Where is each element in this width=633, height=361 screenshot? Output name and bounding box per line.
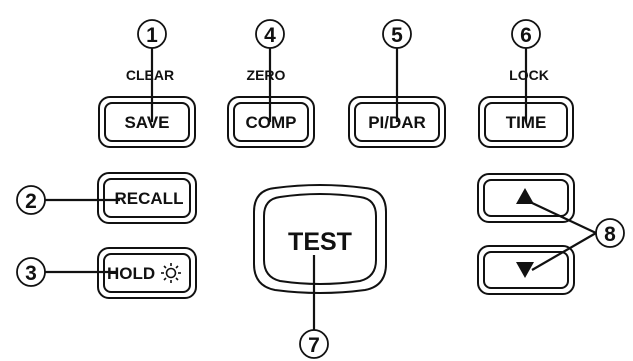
save-button[interactable]: SAVE: [98, 96, 196, 148]
callout-2: 2: [16, 185, 46, 215]
comp-button-label: COMP: [246, 113, 297, 132]
callout-8: 8: [595, 218, 625, 248]
callout-7: 7: [299, 329, 329, 359]
label-clear: CLEAR: [126, 67, 174, 83]
hold-button[interactable]: HOLD: [97, 247, 197, 299]
pi-dar-button-label: PI/DAR: [368, 113, 426, 132]
callout-2-number: 2: [25, 190, 37, 213]
down-arrow-icon: [516, 262, 534, 278]
callout-3-number: 3: [25, 262, 37, 285]
leader-8a: [529, 201, 597, 234]
up-button[interactable]: [477, 173, 575, 223]
callout-6: 6: [511, 19, 541, 49]
callout-4-number: 4: [264, 24, 276, 47]
callout-leaders: [45, 48, 597, 330]
time-button-label: TIME: [506, 113, 547, 132]
callout-7-number: 7: [308, 334, 320, 357]
label-zero: ZERO: [247, 67, 286, 83]
hold-button-label: HOLD: [107, 264, 155, 283]
callout-8-number: 8: [604, 223, 616, 246]
up-arrow-icon: [516, 188, 534, 204]
test-button[interactable]: TEST: [253, 184, 387, 294]
callout-5-number: 5: [391, 24, 403, 47]
leader-8b: [531, 232, 597, 271]
callout-6-number: 6: [520, 24, 532, 47]
sun-icon: [161, 263, 181, 283]
callout-4: 4: [255, 19, 285, 49]
label-lock: LOCK: [509, 67, 549, 83]
recall-button[interactable]: RECALL: [97, 172, 197, 224]
callout-3: 3: [16, 257, 46, 287]
test-button-label: TEST: [288, 228, 352, 256]
save-button-label: SAVE: [124, 113, 169, 132]
recall-button-label: RECALL: [115, 189, 184, 208]
callout-1: 1: [137, 19, 167, 49]
callout-1-number: 1: [146, 24, 158, 47]
callout-5: 5: [382, 19, 412, 49]
